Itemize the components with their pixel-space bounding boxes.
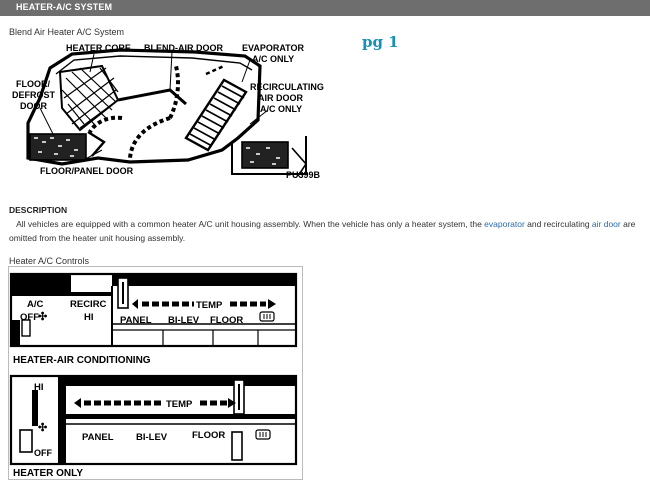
- ac-label-recirc: RECIRC: [70, 299, 107, 310]
- label-defrost: DEFROST: [12, 90, 56, 100]
- floor-defrost-door-shape: [29, 130, 106, 161]
- label-recirc-ac-only: A/C ONLY: [260, 104, 302, 114]
- blend-air-diagram: HEATER CORE BLEND-AIR DOOR EVAPORATOR A/…: [12, 43, 324, 180]
- label-floor-panel-door: FLOOR/PANEL DOOR: [40, 166, 134, 176]
- evaporator-shape: [184, 78, 248, 152]
- page-marker: pg 1: [362, 33, 399, 51]
- label-air-door: AIR DOOR: [258, 93, 304, 103]
- heater-label-hi: HI: [34, 382, 44, 393]
- description-paragraph: All vehicles are equipped with a common …: [9, 219, 636, 243]
- ac-control-panel: A/C OFF ✣ RECIRC HI TEMP PANEL BI-LEV FL…: [9, 272, 298, 366]
- heater-label-bilev: BI-LEV: [136, 432, 168, 443]
- ac-panel-title: HEATER-AIR CONDITIONING: [13, 355, 151, 366]
- ac-label-off: OFF: [20, 312, 39, 323]
- label-evaporator: EVAPORATOR: [242, 43, 305, 53]
- ac-label-temp: TEMP: [196, 300, 223, 311]
- heater-label-off: OFF: [34, 448, 52, 458]
- label-evaporator-ac-only: A/C ONLY: [252, 54, 294, 64]
- description-heading: DESCRIPTION: [9, 205, 68, 215]
- section-title: HEATER-A/C SYSTEM: [16, 2, 113, 12]
- label-recirculating: RECIRCULATING: [250, 82, 324, 92]
- section-title-bar: HEATER-A/C SYSTEM: [0, 0, 650, 16]
- label-floor: FLOOR/: [16, 79, 50, 89]
- controls-diagram: A/C OFF ✣ RECIRC HI TEMP PANEL BI-LEV FL…: [8, 266, 303, 480]
- recirc-door-shape: [231, 136, 308, 177]
- air-door-link[interactable]: air door: [591, 219, 621, 229]
- fan-icon: ✣: [38, 311, 47, 323]
- ac-label-floor: FLOOR: [210, 315, 243, 326]
- heater-label-floor: FLOOR: [192, 430, 225, 441]
- heater-only-panel: HI ✣ OFF TEMP PANEL BI-LEV FLOOR HEATER …: [9, 374, 298, 479]
- heater-core-shape: [58, 64, 120, 132]
- heater-panel-title: HEATER ONLY: [13, 468, 83, 479]
- figure2-caption: Heater A/C Controls: [9, 256, 90, 266]
- ac-label-panel: PANEL: [120, 315, 152, 326]
- ac-label-hi: HI: [84, 312, 94, 323]
- figure1-caption: Blend Air Heater A/C System: [9, 27, 125, 37]
- defrost-icon: [259, 311, 275, 322]
- heater-label-panel: PANEL: [82, 432, 114, 443]
- label-figure-code: PU399B: [286, 170, 321, 180]
- label-door: DOOR: [20, 101, 48, 111]
- label-blend-air-door: BLEND-AIR DOOR: [144, 43, 223, 53]
- label-heater-core: HEATER CORE: [66, 43, 131, 53]
- heater-fan-icon: ✣: [38, 422, 47, 434]
- heater-label-temp: TEMP: [166, 399, 193, 410]
- ac-label-ac: A/C: [27, 299, 44, 310]
- evaporator-link[interactable]: evaporator: [484, 219, 525, 229]
- ac-label-bilev: BI-LEV: [168, 315, 200, 326]
- heater-defrost-icon: [255, 429, 271, 440]
